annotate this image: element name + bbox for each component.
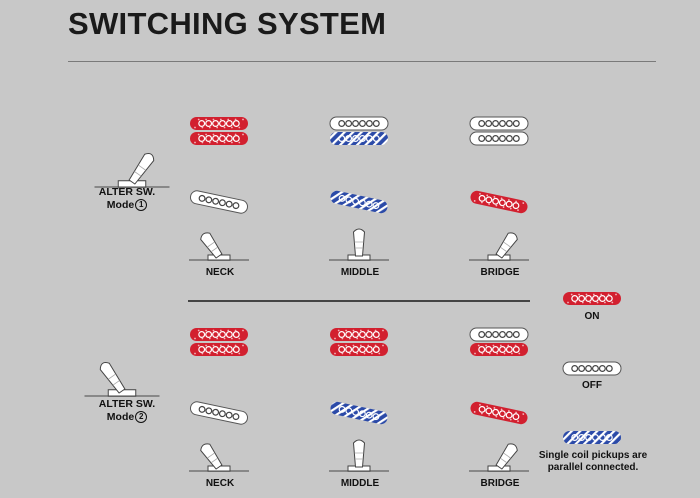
mode-1-number: 1: [135, 199, 148, 212]
mode-1-bridge-single-coil-coil: [470, 190, 528, 214]
legend-parallel-label: Single coil pickups are parallel connect…: [530, 450, 656, 474]
mode-1-alter-switch-icon: [94, 153, 170, 188]
mode-1-middle-single-coil-coil: [330, 190, 388, 214]
mode-1-bridge-single-coil: [470, 190, 528, 214]
mode-2-neck-selector-switch: [189, 443, 249, 472]
mode-2-neck-single-coil-coil: [189, 401, 249, 425]
title-rule: [68, 61, 656, 62]
mode-2-middle-humbucker: [330, 328, 388, 356]
mode-2-neck-humbucker: [190, 328, 248, 356]
mode-1-bridge-humbucker-coil-top: [469, 116, 529, 131]
mode-1-neck-selector-switch: [189, 232, 249, 261]
legend-parallel-line-2: parallel connected.: [547, 462, 639, 473]
mode-2-bridge-selector-switch: [469, 443, 529, 472]
mode-1-neck-humbucker-coil-bottom: [190, 132, 248, 145]
mode-1-middle-humbucker-coil-bottom: [330, 132, 388, 145]
mode-2-number: 2: [135, 411, 148, 424]
mode-1-middle-humbucker-coil-top: [329, 116, 389, 131]
mode-1-switch-name: ALTER SW.: [98, 186, 156, 198]
mode-1-middle-selector-switch: [329, 228, 389, 261]
mode-1-neck-humbucker: [190, 117, 248, 145]
mode-2-middle-single-coil: [330, 401, 388, 425]
mode-2-neck-single-coil: [189, 401, 249, 425]
mode-1-neck-single-coil-coil: [189, 190, 249, 214]
mode-2-middle-single-coil-coil: [330, 401, 388, 425]
legend-on-coil: [563, 292, 621, 305]
mode-2-mode-text: Mode: [106, 411, 135, 423]
legend-on-label: ON: [584, 311, 600, 322]
mode-2-position-label-neck: NECK: [205, 478, 235, 489]
legend-parallel-coil: [563, 431, 621, 444]
mode-2-bridge-humbucker: [469, 327, 529, 356]
mode-2-switch-name: ALTER SW.: [98, 398, 156, 410]
mode-2-bridge-humbucker-coil-bottom: [470, 343, 528, 356]
mode-2-neck-humbucker-coil-bottom: [190, 343, 248, 356]
mode-2-neck-humbucker-coil-top: [190, 328, 248, 341]
mode-2-middle-humbucker-coil-top: [330, 328, 388, 341]
mode-2-bridge-single-coil-coil: [470, 401, 528, 425]
mode-2-bridge-humbucker-coil-top: [469, 327, 529, 342]
mode-1-middle-single-coil: [330, 190, 388, 214]
mode-1-position-label-middle: MIDDLE: [340, 267, 380, 278]
mode-1-middle-humbucker: [329, 116, 389, 145]
mode-divider: [188, 300, 530, 302]
mode-1-bridge-humbucker-coil-bottom: [469, 131, 529, 146]
mode-1-neck-single-coil: [189, 190, 249, 214]
legend-parallel-line-1: Single coil pickups are: [538, 450, 648, 461]
mode-1-position-label-bridge: BRIDGE: [480, 267, 520, 278]
mode-1-bridge-selector-switch: [469, 232, 529, 261]
page-title: SWITCHING SYSTEM: [68, 6, 387, 41]
mode-1-position-label-neck: NECK: [205, 267, 235, 278]
mode-1-mode-text: Mode: [106, 199, 135, 211]
mode-2-alter-switch-icon: [84, 362, 160, 397]
legend-off-label: OFF: [582, 380, 602, 391]
mode-2-position-label-bridge: BRIDGE: [480, 478, 520, 489]
mode-1-neck-humbucker-coil-top: [190, 117, 248, 130]
mode-2-position-label-middle: MIDDLE: [340, 478, 380, 489]
mode-2-bridge-single-coil: [470, 401, 528, 425]
mode-1-bridge-humbucker: [469, 116, 529, 146]
mode-2-middle-selector-switch: [329, 439, 389, 472]
legend-off-coil: [562, 361, 622, 376]
mode-2-middle-humbucker-coil-bottom: [330, 343, 388, 356]
